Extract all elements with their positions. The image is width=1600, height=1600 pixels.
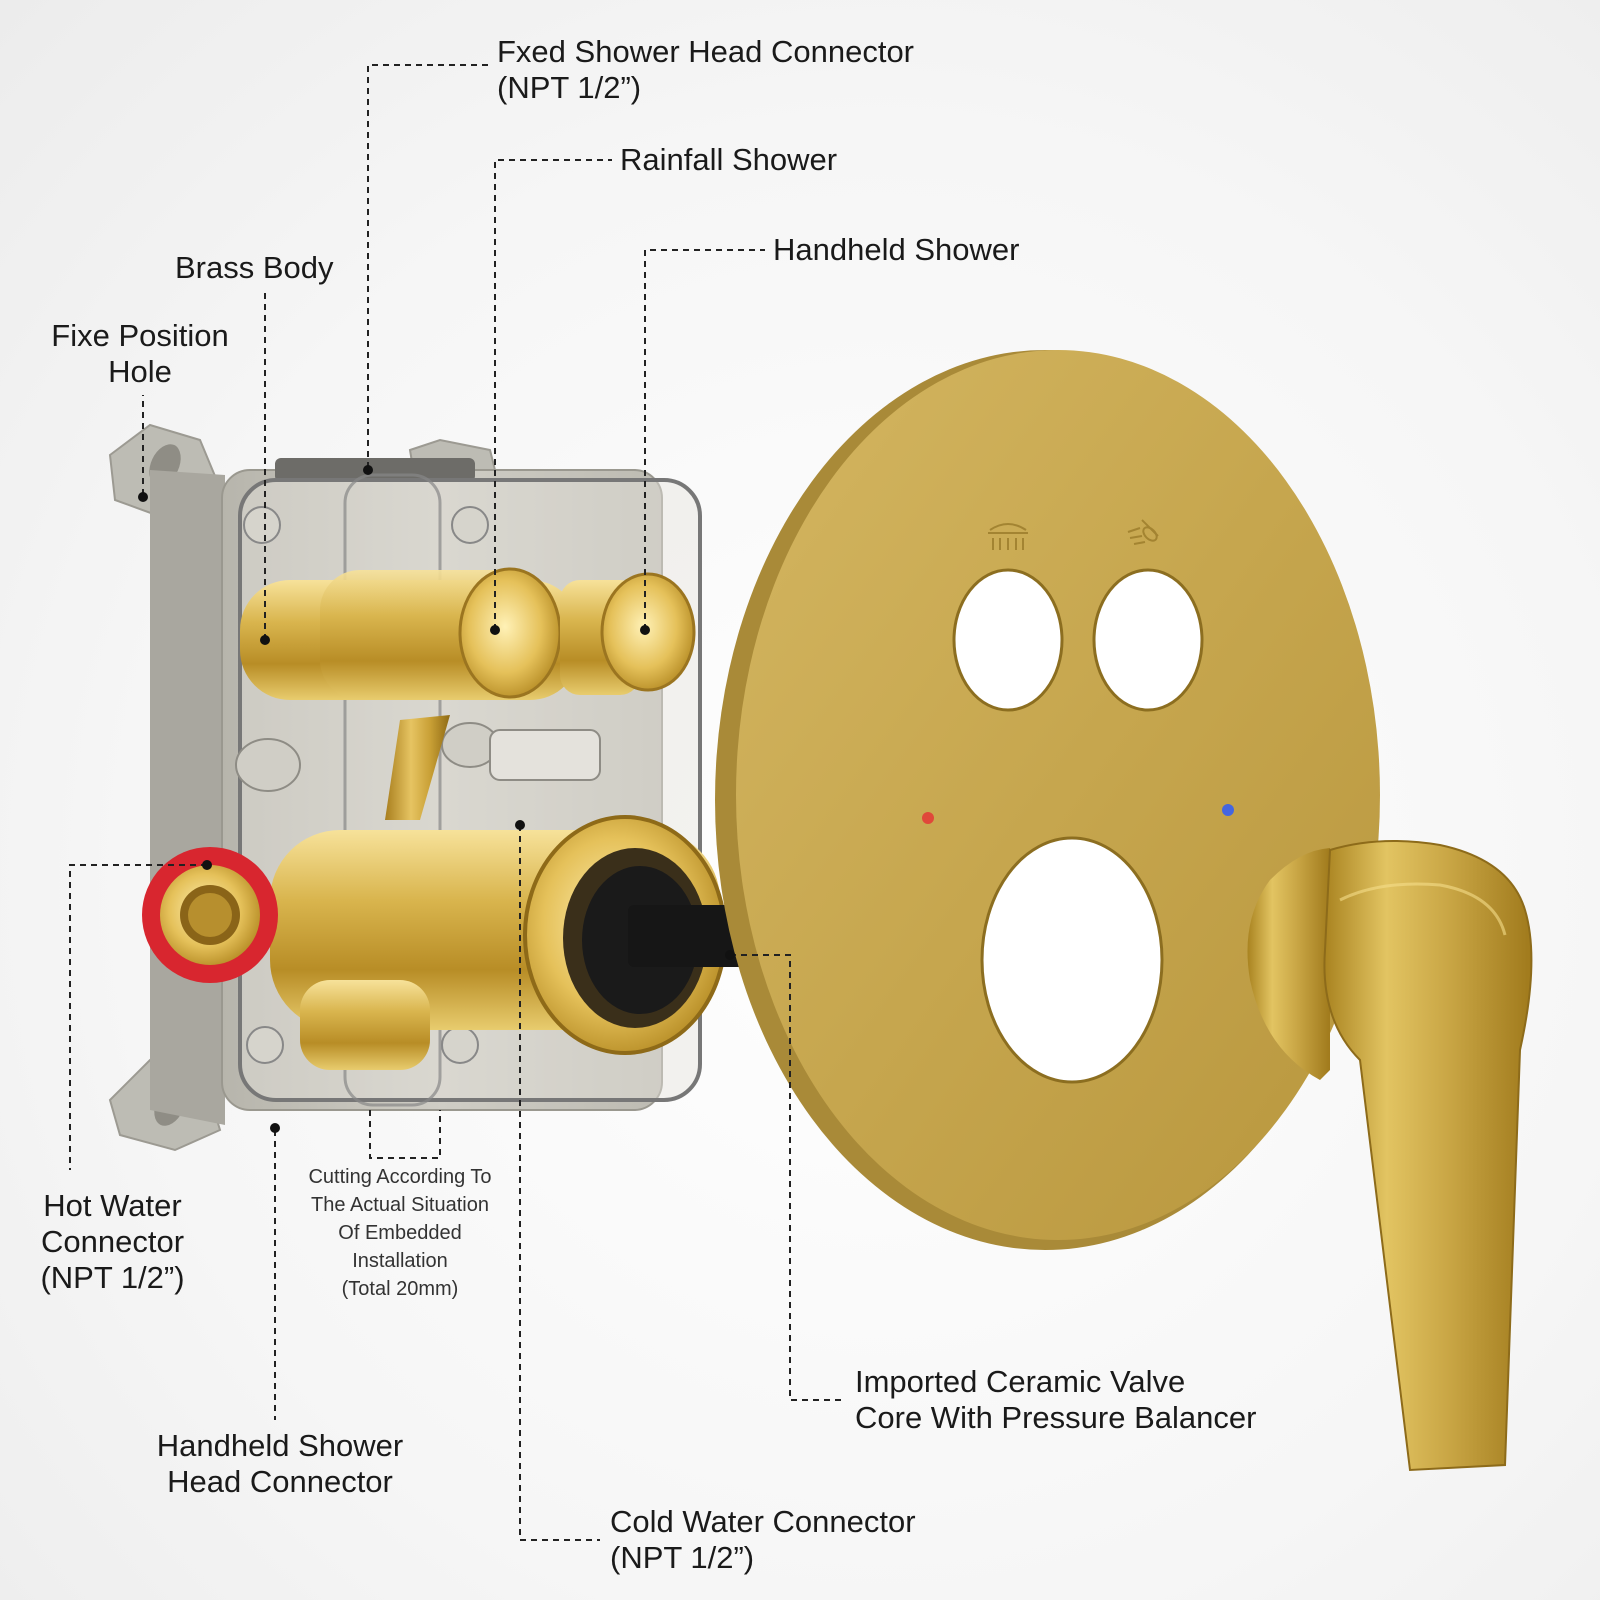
label-cutting-note: Cutting According To The Actual Situatio… <box>308 1166 492 1300</box>
trim-plate <box>715 350 1380 1250</box>
screw-bottom-left <box>246 1026 284 1064</box>
leader-ceramic-valve <box>730 954 845 1401</box>
label-hot-water-connector: Hot Water Connector (NPT 1/2”) <box>40 1188 185 1295</box>
label-fixed-shower-head-connector: Fxed Shower Head Connector (NPT 1/2”) <box>497 34 915 105</box>
rainfall-shower-icon <box>988 523 1028 550</box>
leader-fixed-shower-head <box>367 64 490 468</box>
label-imported-ceramic-valve: Imported Ceramic Valve Core With Pressur… <box>855 1364 1257 1435</box>
leader-handheld <box>644 249 765 630</box>
lever-handle-body <box>1323 840 1533 1472</box>
leader-cutting <box>369 1110 441 1159</box>
screw-top-right <box>451 506 489 544</box>
label-fixe-position-hole: Fixe Position Hole <box>51 318 229 389</box>
leader-rainfall <box>494 159 612 630</box>
label-handheld-shower-head-connector: Handheld Shower Head Connector <box>156 1428 404 1499</box>
handheld-hole <box>1092 568 1204 712</box>
label-brass-body: Brass Body <box>175 250 334 285</box>
lever-handle <box>1247 840 1533 1472</box>
label-cold-water-connector: Cold Water Connector (NPT 1/2”) <box>610 1504 916 1575</box>
label-rainfall-shower: Rainfall Shower <box>620 142 838 177</box>
screw-bottom-right <box>441 1026 479 1064</box>
leader-hot-water <box>69 864 207 1170</box>
leader-cold-water <box>519 825 600 1541</box>
hot-indicator-dot <box>922 812 934 824</box>
leader-dots <box>138 465 735 1133</box>
trim-plate-face <box>736 350 1380 1240</box>
valve-stem <box>628 905 748 967</box>
screw-top-left <box>243 506 281 544</box>
brass-body <box>142 567 748 1070</box>
leader-lines <box>69 64 845 1541</box>
label-handheld-shower: Handheld Shower <box>773 232 1020 267</box>
cold-indicator-dot <box>1222 804 1234 816</box>
handheld-shower-icon <box>1127 519 1159 545</box>
valve-hole <box>980 836 1164 1084</box>
rainfall-hole <box>952 568 1064 712</box>
rainfall-shower-outlet <box>458 567 562 699</box>
